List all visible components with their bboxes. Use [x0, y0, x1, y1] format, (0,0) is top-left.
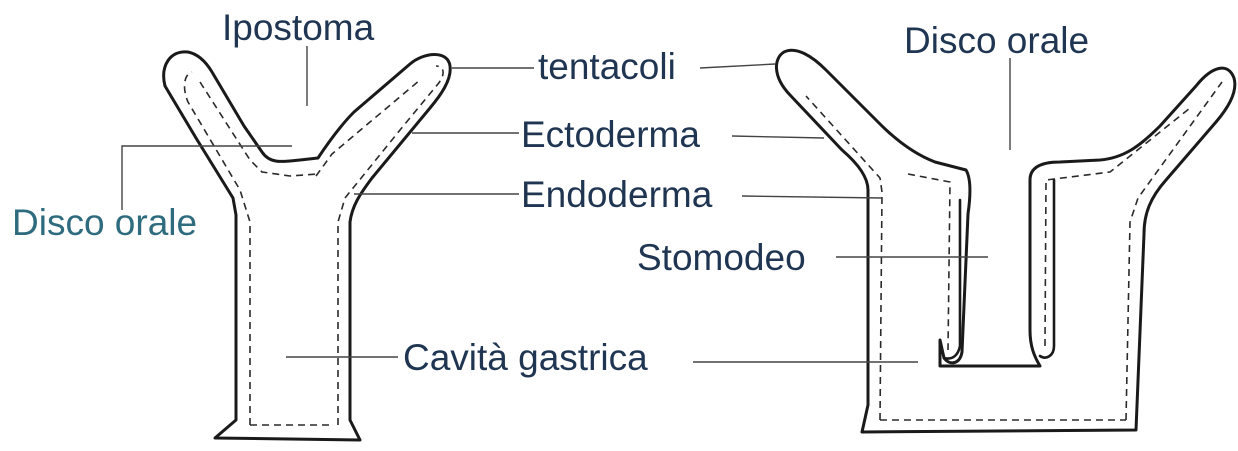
label-cavita-gastrica: Cavità gastrica: [403, 337, 648, 378]
label-endoderma: Endoderma: [521, 174, 713, 215]
labels: Ipostoma tentacoli Disco orale Ectoderma…: [12, 7, 1089, 378]
stomodeo-right-wall: [1040, 180, 1054, 358]
medusa-stomodeo-layer: [908, 108, 1190, 350]
leader-ectoderma-right: [732, 136, 824, 138]
leader-endoderma-right: [742, 196, 882, 198]
medusa-outline: [776, 50, 1234, 432]
medusa-figure: [776, 50, 1234, 432]
label-disco-orale-left: Disco orale: [12, 202, 197, 243]
label-ectoderma: Ectoderma: [521, 114, 700, 155]
polyp-outline: [164, 52, 451, 440]
label-ipostoma: Ipostoma: [222, 7, 375, 48]
leader-tentacoli-right: [700, 64, 775, 68]
polyp-figure: [164, 52, 451, 440]
label-stomodeo: Stomodeo: [637, 237, 806, 278]
stomodeo-left-wall: [944, 200, 960, 359]
label-tentacoli: tentacoli: [538, 46, 676, 87]
label-disco-orale-right: Disco orale: [904, 20, 1089, 61]
